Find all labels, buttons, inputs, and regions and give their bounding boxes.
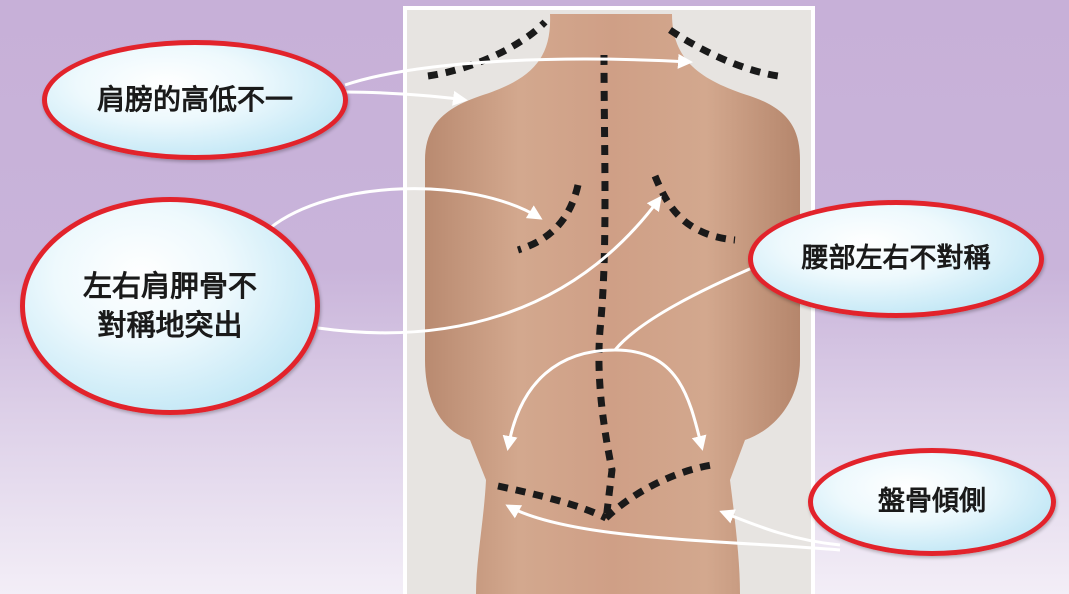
scapula-label: 左右肩胛骨不 對稱地突出 [83,267,257,345]
shoulder-arrow-left [345,92,465,100]
waist-label-bubble: 腰部左右不對稱 [748,200,1044,318]
shoulder-label-bubble: 肩膀的高低不一 [42,40,348,160]
waist-label: 腰部左右不對稱 [802,241,991,277]
shoulder-label: 肩膀的高低不一 [97,81,293,119]
torso-silhouette [425,14,800,594]
scapula-label-bubble: 左右肩胛骨不 對稱地突出 [20,197,320,415]
left-shoulder-line [428,22,545,76]
pelvis-label-bubble: 盤骨傾側 [808,448,1056,556]
pelvis-label: 盤骨傾側 [878,484,986,520]
